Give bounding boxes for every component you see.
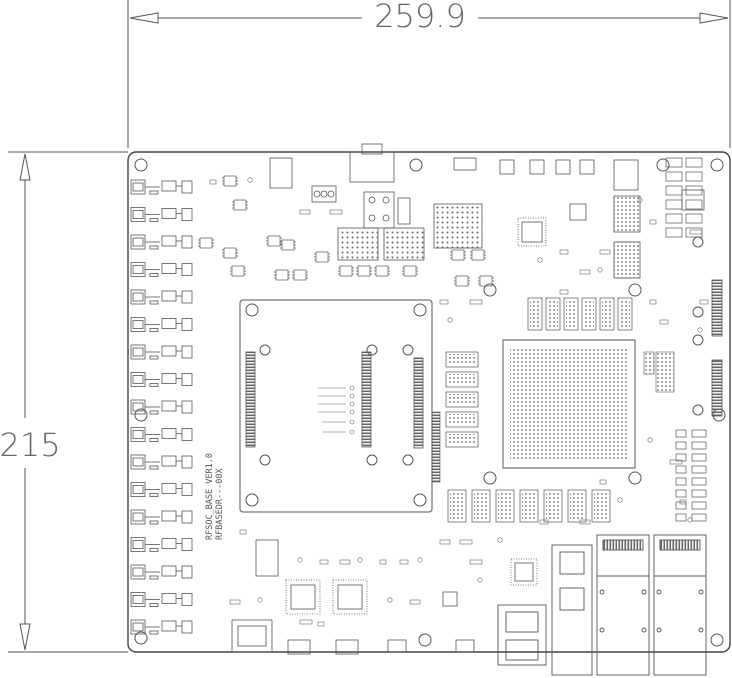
misc-components bbox=[209, 177, 709, 627]
qfp-packages bbox=[285, 203, 587, 615]
top-edge-connectors bbox=[269, 143, 705, 229]
height-dimension-label: 215 bbox=[0, 426, 61, 464]
carrier-test-points bbox=[318, 385, 355, 435]
sfp-cages bbox=[497, 534, 707, 676]
width-dimension bbox=[127, 0, 731, 148]
ddr-memory-left bbox=[445, 351, 479, 448]
ddr-memory-top bbox=[527, 297, 633, 331]
board-label-line1: RFSOC_BASE VER1.0 bbox=[205, 453, 215, 540]
soic-parts bbox=[198, 175, 494, 287]
module-carrier bbox=[239, 299, 433, 513]
bottom-edge-ports bbox=[231, 539, 475, 655]
height-dimension bbox=[8, 151, 128, 653]
right-side-connectors bbox=[643, 279, 723, 417]
board-to-board-connectors bbox=[245, 351, 441, 483]
width-dimension-label: 259.9 bbox=[374, 0, 466, 35]
board-outline bbox=[127, 151, 731, 653]
small-bga-parts bbox=[337, 195, 641, 279]
right-edge-parts bbox=[665, 157, 707, 522]
left-connector-column bbox=[130, 179, 193, 635]
board-label-line2: RFBASEDR---00X bbox=[215, 467, 225, 540]
ddr-memory-bottom bbox=[447, 489, 611, 523]
main-bga-package bbox=[502, 339, 636, 469]
